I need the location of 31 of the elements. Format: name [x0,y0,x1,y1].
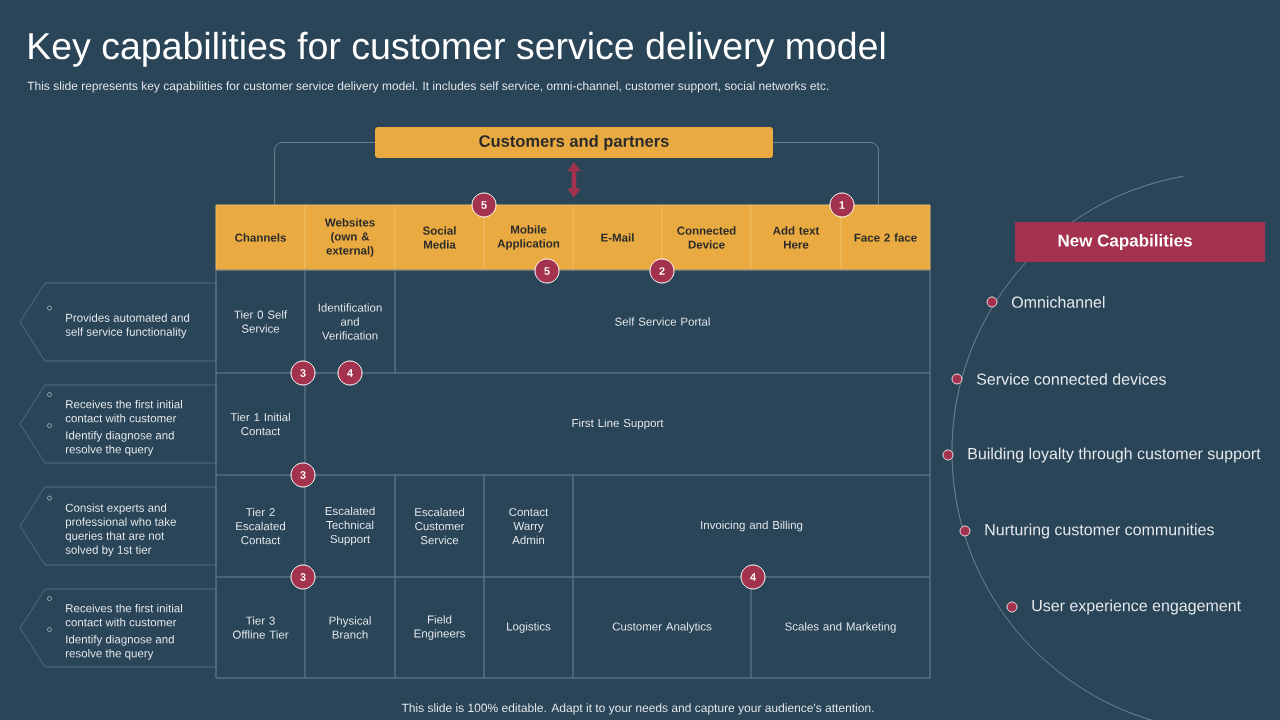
number-badge: 3 [290,360,316,386]
subtitle: This slide represents key capabilities for customer service delivery model. It includes self service, omni-channel, customer support, social networks etc. [27,81,829,93]
bracket-line [772,142,879,205]
capabilities-banner: New Capabilities [1015,222,1265,262]
number-badge: 5 [471,192,497,218]
table-cell: Field Engineers [394,576,485,679]
table-cell: Logistics [483,576,574,679]
header-cell: Websites (own & external) [304,204,396,271]
title: Key capabilities for customer service delivery model [29,31,885,67]
table-cell: Escalated Customer Service [394,474,485,578]
table-cell: Contact Warry Admin [483,474,574,578]
capability-item: Service connected devices [951,373,1166,385]
number-badge: 1 [829,192,855,218]
number-badge: 2 [649,258,675,284]
footer-note: This slide is 100% editable. Adapt it to your needs and capture your audience's attention. [401,703,874,715]
capability-item: Nurturing customer communities [959,523,1214,539]
number-badge: 4 [740,564,766,590]
pentagon-box: Provides automated and self service functionality [19,282,217,362]
capability-item: Building loyalty through customer support [942,447,1261,463]
capability-item: Omnichannel [986,296,1105,308]
customers-box: Customers and partners [375,127,773,158]
pentagon-box: Consist experts and professional who take queries that are not solved by 1st tier [19,486,217,566]
bracket-line [274,142,376,205]
number-badge: 3 [290,564,316,590]
pentagon-box: Receives the first initial contact with customer Identify diagnose and resolve the query [19,384,217,464]
header-cell: Channels [215,204,306,271]
number-badge: 4 [337,360,363,386]
number-badge: 5 [534,258,560,284]
number-badge: 3 [290,462,316,488]
pentagon-box: Receives the first initial contact with customer Identify diagnose and resolve the query [19,588,217,668]
capability-item: User experience engagement [1006,599,1241,615]
